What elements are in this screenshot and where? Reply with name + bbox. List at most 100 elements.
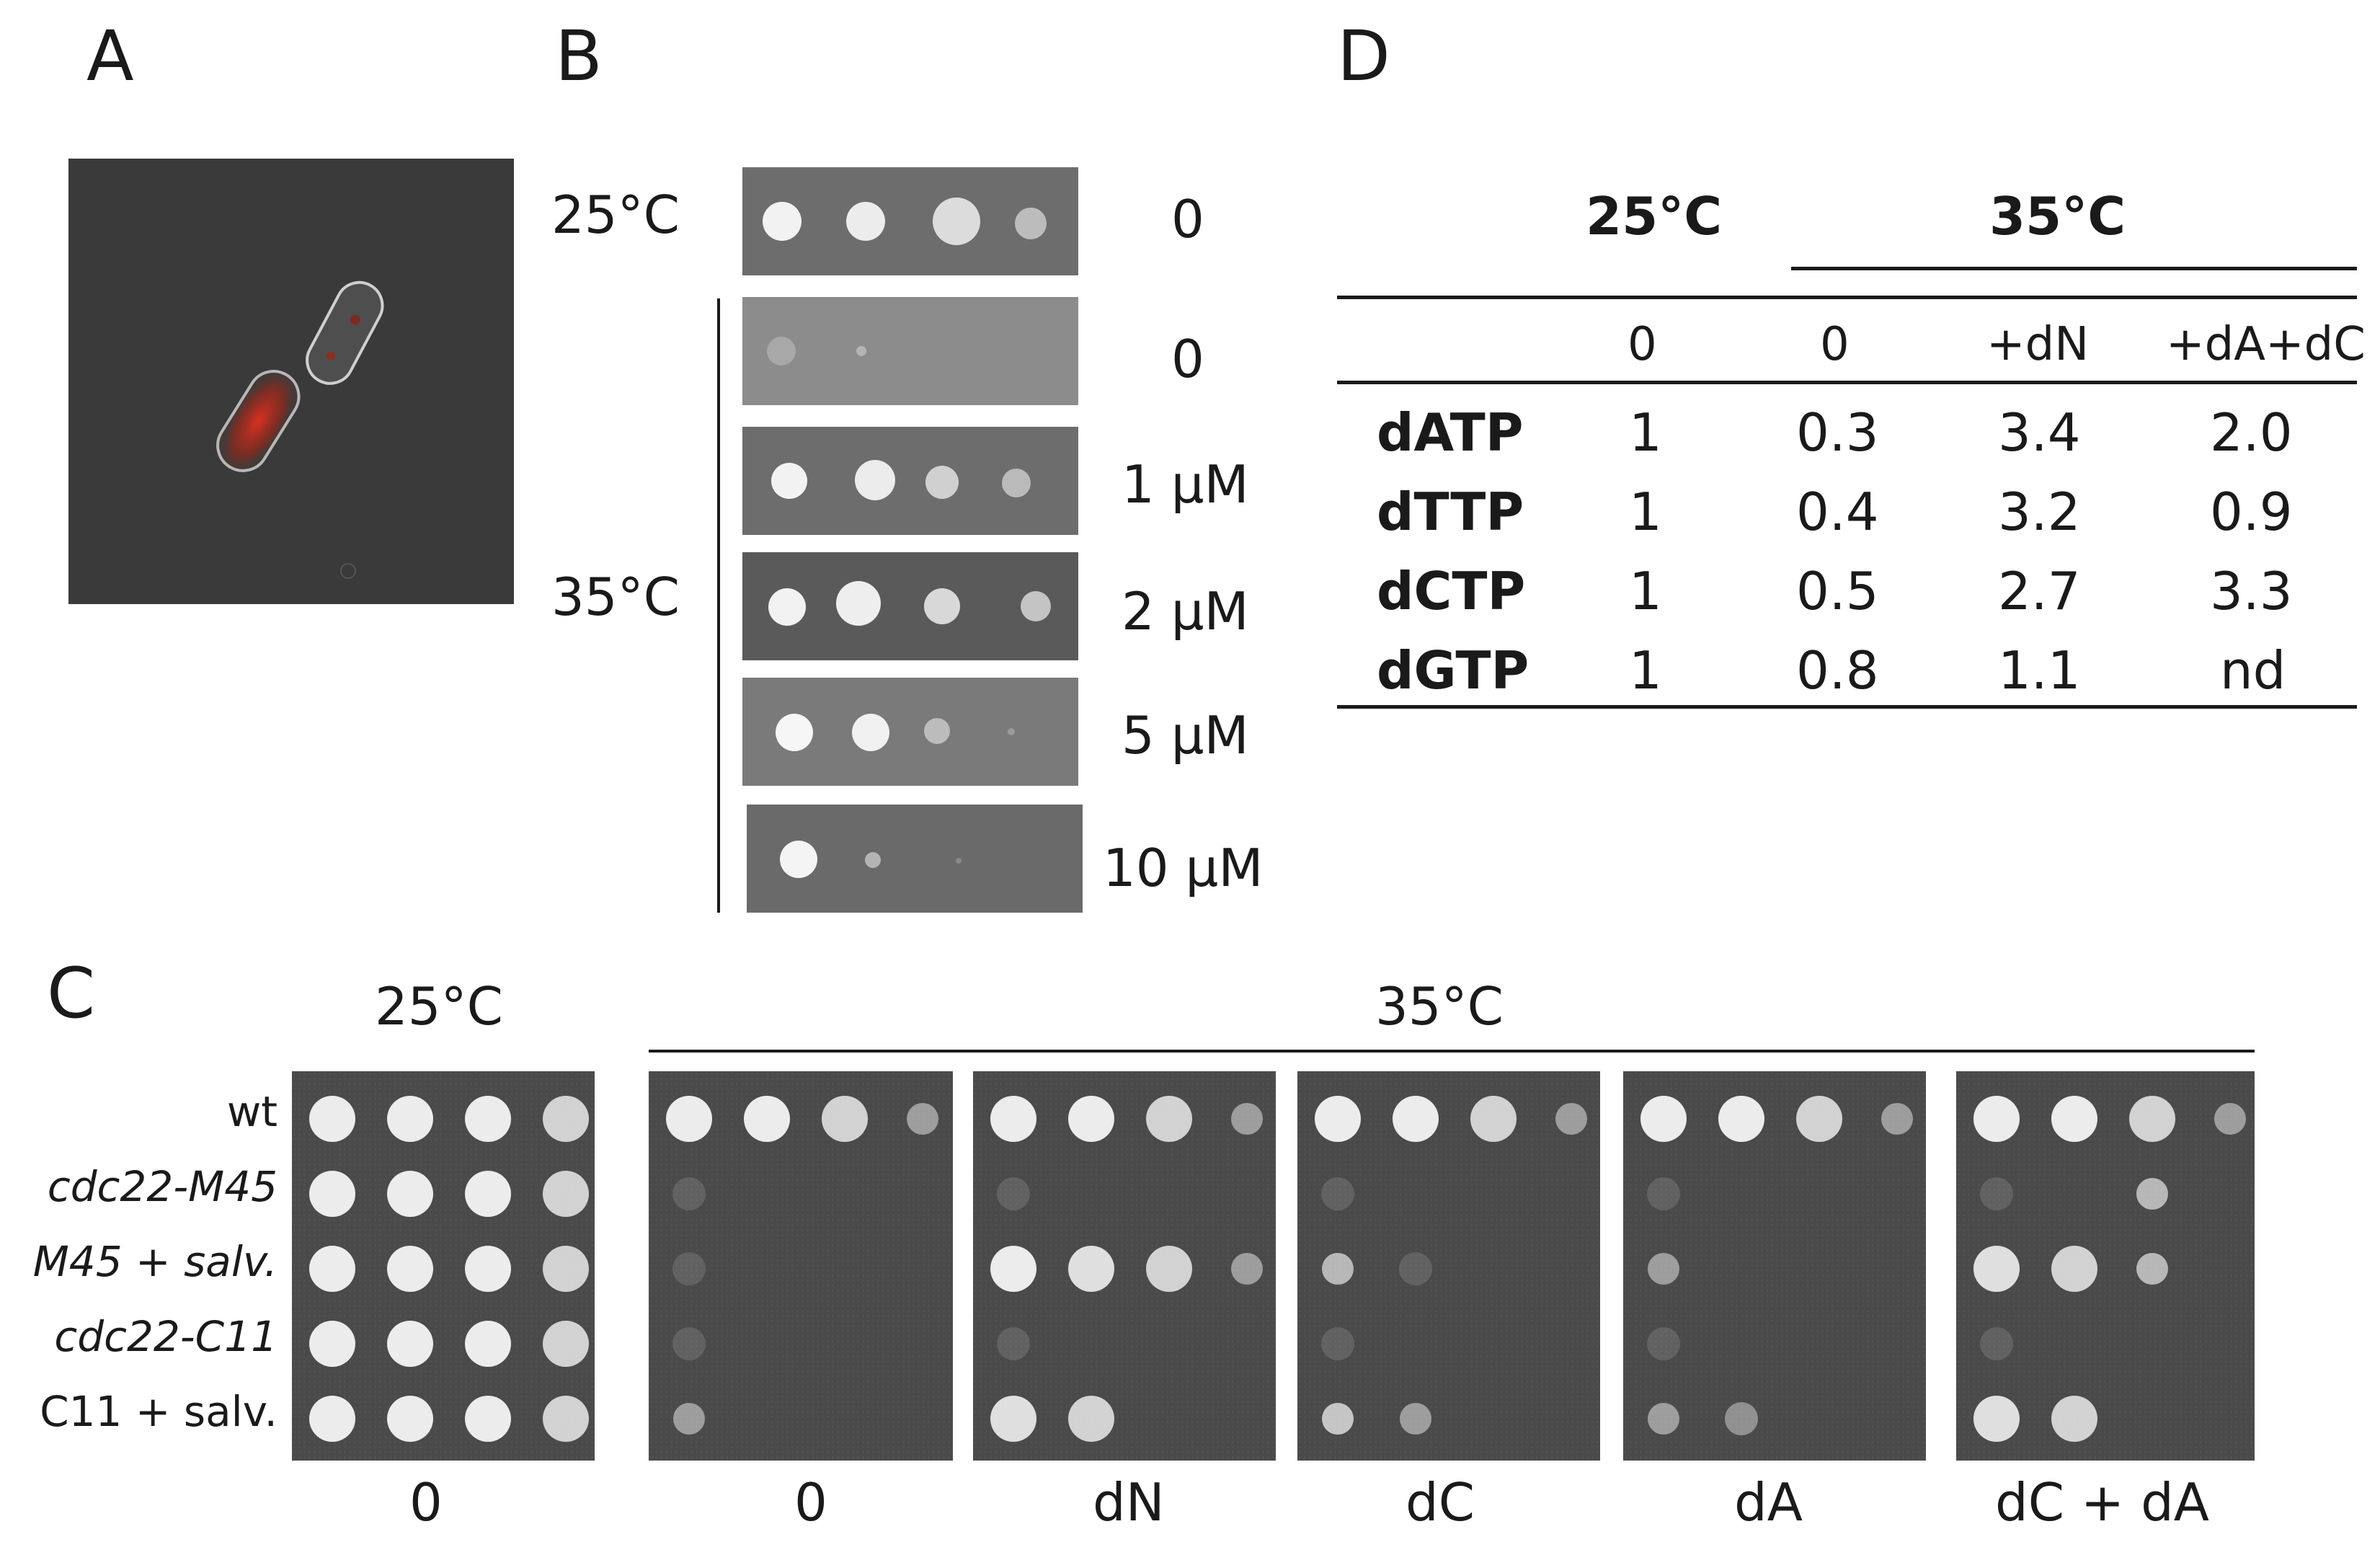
colony-spot bbox=[822, 1096, 868, 1142]
b-conc-2: 0 bbox=[1171, 329, 1204, 389]
colony-spot bbox=[1068, 1396, 1114, 1442]
cell: nd bbox=[2220, 640, 2286, 701]
strain-cdc22-c11: cdc22-C11 bbox=[54, 1312, 277, 1361]
colony-spot bbox=[1718, 1096, 1764, 1142]
b-conc-1: 0 bbox=[1171, 189, 1204, 249]
d-top-rule bbox=[1337, 296, 2357, 299]
colony-spot bbox=[1146, 1246, 1192, 1292]
d-sub-2: 0 bbox=[1820, 318, 1850, 371]
d-sub-4: +dA+dC bbox=[2166, 318, 2366, 371]
colony-spot bbox=[465, 1096, 511, 1142]
b-strip-1 bbox=[742, 167, 1078, 275]
c-plate-5 bbox=[1623, 1071, 1926, 1461]
row-label: dCTP bbox=[1377, 561, 1526, 621]
colony-spot bbox=[1231, 1103, 1263, 1135]
colony-spot bbox=[672, 1327, 706, 1360]
colony-spot bbox=[1640, 1096, 1687, 1142]
c-cond-1: 0 bbox=[409, 1472, 443, 1533]
colony-spot bbox=[666, 1096, 712, 1142]
colony-spot bbox=[744, 1096, 790, 1142]
colony-spot bbox=[309, 1171, 355, 1217]
table-row: dTTP 1 0.4 3.2 0.9 bbox=[1355, 474, 2357, 554]
c-cond-3: dN bbox=[1093, 1472, 1165, 1533]
colony-spot bbox=[1725, 1402, 1758, 1435]
colony-spot bbox=[672, 1177, 706, 1210]
colony-spot bbox=[990, 1246, 1036, 1292]
c-cond-4: dC bbox=[1406, 1472, 1475, 1533]
b-strip-3 bbox=[742, 427, 1078, 535]
colony-spot bbox=[387, 1246, 433, 1292]
colony-spot bbox=[1321, 1177, 1354, 1210]
colony-spot bbox=[543, 1396, 589, 1442]
colony-spot bbox=[1647, 1327, 1680, 1360]
colony-spot bbox=[1648, 1403, 1679, 1435]
colony-spot bbox=[309, 1246, 355, 1292]
colony-spot bbox=[1315, 1096, 1361, 1142]
d-35-underline bbox=[1791, 267, 2357, 270]
cell: 3.3 bbox=[2210, 561, 2293, 621]
colony-spot bbox=[543, 1096, 589, 1142]
c-plate-6 bbox=[1956, 1071, 2255, 1461]
table-row: dCTP 1 0.5 2.7 3.3 bbox=[1355, 554, 2357, 633]
colony-spot bbox=[2214, 1103, 2246, 1135]
colony-spot bbox=[990, 1396, 1036, 1442]
b-conc-4: 2 μM bbox=[1122, 581, 1249, 642]
c-temp-25: 25°C bbox=[375, 976, 503, 1037]
colony-spot bbox=[2051, 1246, 2097, 1292]
colony-spot bbox=[997, 1177, 1030, 1210]
colony-spot bbox=[387, 1396, 433, 1442]
d-table-body: dATP 1 0.3 3.4 2.0 dTTP 1 0.4 3.2 0.9 dC… bbox=[1355, 395, 2357, 712]
row-label: dTTP bbox=[1377, 482, 1524, 542]
cells-image bbox=[216, 280, 384, 579]
colony-spot bbox=[1980, 1327, 2013, 1360]
cell: 0.9 bbox=[2210, 482, 2293, 542]
table-row: dGTP 1 0.8 1.1 nd bbox=[1355, 633, 2357, 712]
colony-spot bbox=[672, 1252, 706, 1285]
panel-b-bracket bbox=[717, 298, 720, 913]
c-cond-6: dC + dA bbox=[1995, 1472, 2210, 1533]
colony-spot bbox=[465, 1246, 511, 1292]
d-header-35: 35°C bbox=[1989, 186, 2126, 247]
colony-spot bbox=[2136, 1253, 2168, 1285]
b-conc-5: 5 μM bbox=[1122, 705, 1249, 766]
colony-spot bbox=[387, 1096, 433, 1142]
cell: 0.4 bbox=[1796, 482, 1879, 542]
panel-letter-b: B bbox=[555, 16, 603, 97]
cell: 3.2 bbox=[1998, 482, 2081, 542]
colony-spot bbox=[1973, 1096, 2020, 1142]
colony-spot bbox=[1647, 1177, 1680, 1210]
strain-cdc22-m45: cdc22-M45 bbox=[47, 1162, 277, 1211]
colony-spot bbox=[2051, 1096, 2097, 1142]
cell: 0.8 bbox=[1796, 640, 1879, 701]
d-sub-3: +dN bbox=[1986, 318, 2090, 371]
cell: 3.4 bbox=[1998, 402, 2081, 463]
colony-spot bbox=[907, 1103, 938, 1135]
colony-spot bbox=[2136, 1178, 2168, 1210]
panel-letter-d: D bbox=[1337, 16, 1390, 97]
c-35-rule bbox=[649, 1050, 2255, 1053]
b-strip-6 bbox=[747, 805, 1083, 913]
colony-spot bbox=[309, 1096, 355, 1142]
colony-spot bbox=[1973, 1246, 2020, 1292]
colony-spot bbox=[1321, 1327, 1354, 1360]
colony-spot bbox=[543, 1171, 589, 1217]
colony-spot bbox=[1973, 1396, 2020, 1442]
colony-spot bbox=[1555, 1103, 1587, 1135]
colony-spot bbox=[990, 1096, 1036, 1142]
panel-b-temp-35: 35°C bbox=[551, 567, 680, 627]
colony-spot bbox=[1322, 1403, 1354, 1435]
c-cond-2: 0 bbox=[794, 1472, 827, 1533]
cell: 0.3 bbox=[1796, 402, 1879, 463]
c-plate-3 bbox=[973, 1071, 1276, 1461]
colony-spot bbox=[673, 1403, 705, 1435]
strain-c11-salv: C11 + salv. bbox=[40, 1387, 277, 1436]
panel-b-temp-25: 25°C bbox=[551, 185, 680, 245]
colony-spot bbox=[1231, 1253, 1263, 1285]
colony-spot bbox=[2051, 1396, 2097, 1442]
colony-spot bbox=[543, 1321, 589, 1367]
b-strip-5 bbox=[742, 678, 1078, 786]
cell: 2.7 bbox=[1998, 561, 2081, 621]
c-cond-5: dA bbox=[1734, 1472, 1803, 1533]
colony-spot bbox=[465, 1171, 511, 1217]
colony-spot bbox=[465, 1321, 511, 1367]
